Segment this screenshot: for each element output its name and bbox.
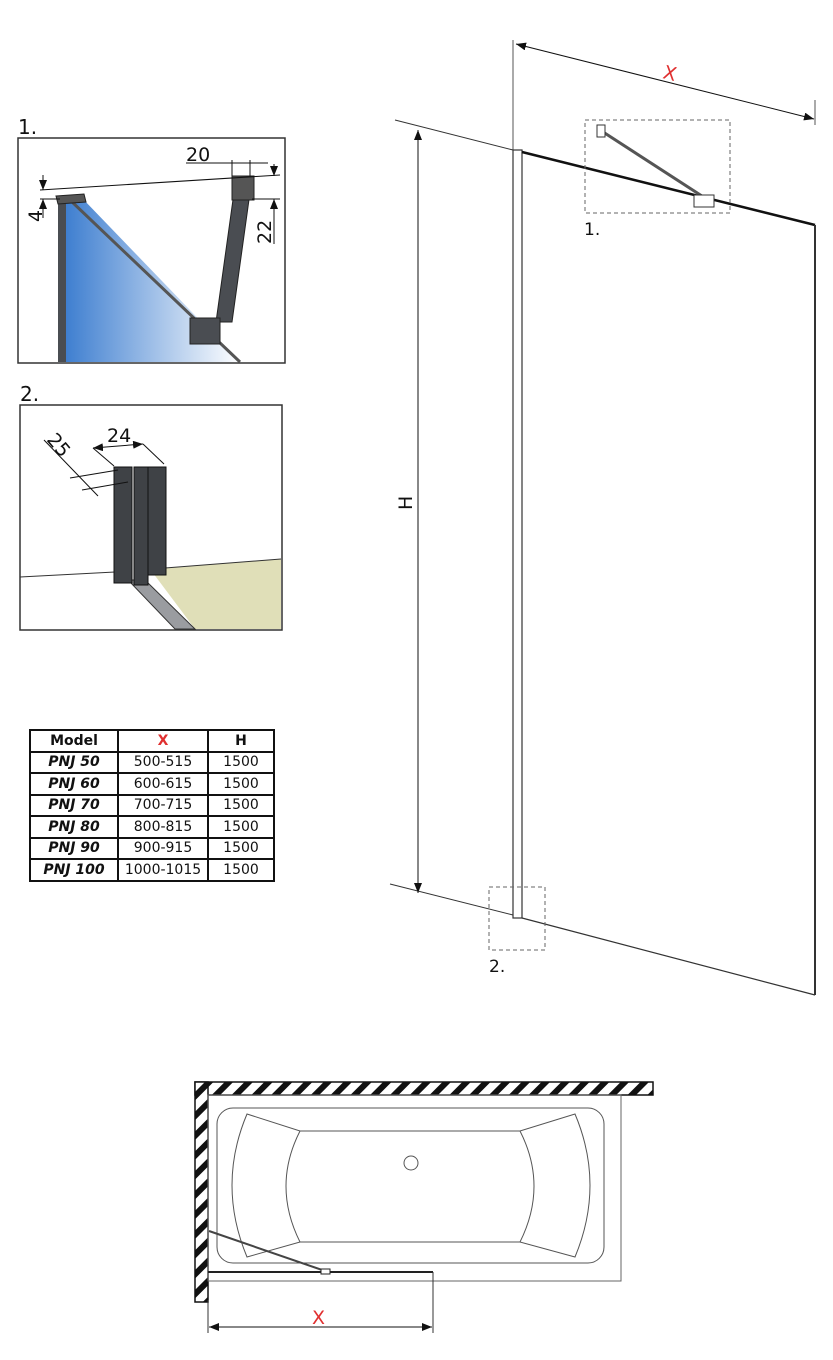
wall-left-hatch [194, 1081, 209, 1303]
cell-h: 1500 [207, 793, 275, 817]
detail-1-label: 1. [18, 115, 37, 139]
detail-2: 2. 25 24 [19, 382, 283, 631]
u-profile-left [113, 466, 133, 584]
u-profile-right [147, 466, 167, 576]
profile-cap [55, 193, 87, 205]
dim-line [43, 439, 99, 497]
bathtub-basin [231, 1113, 591, 1258]
cell-model: PNJ 90 [29, 836, 119, 860]
callout-1-label: 1. [584, 220, 600, 240]
stabilizer-bar [208, 1230, 326, 1272]
dim-24: 24 [107, 425, 131, 447]
glass-top-edge [521, 150, 816, 227]
cell-h: 1500 [207, 815, 275, 839]
header-h: H [207, 729, 275, 753]
floor-surface [150, 559, 281, 629]
cell-x: 700-715 [117, 793, 209, 817]
cell-x: 900-915 [117, 836, 209, 860]
cell-h: 1500 [207, 772, 275, 796]
cell-h: 1500 [207, 750, 275, 774]
drain [403, 1155, 419, 1171]
cell-model: PNJ 60 [29, 772, 119, 796]
dim-4: 4 [25, 210, 47, 222]
callout-2-label: 2. [489, 957, 505, 977]
dim-22: 22 [254, 220, 276, 244]
wall-bracket [231, 175, 255, 201]
dim-line [39, 174, 281, 191]
floor-edge [19, 571, 116, 578]
glass-clamp [320, 1268, 331, 1275]
plan-x-label: X [312, 1307, 325, 1329]
bathtub-rim [216, 1107, 605, 1264]
cell-h: 1500 [207, 836, 275, 860]
wall-bracket [596, 124, 606, 138]
extension-line [394, 119, 514, 151]
x-dimension-label: X [661, 62, 679, 86]
dim-20: 20 [186, 144, 210, 166]
cell-x: 1000-1015 [117, 858, 209, 882]
bathtub-outline [207, 1094, 622, 1282]
callout-box-2 [488, 886, 546, 951]
dim-line [142, 443, 165, 465]
x-dimension-arrow [515, 42, 815, 121]
dim-line [81, 481, 129, 491]
glass-clamp [693, 194, 715, 208]
detail-1: 1. 4 20 22 [17, 115, 286, 364]
dim-arrow [92, 440, 144, 452]
detail-2-label: 2. [20, 382, 39, 406]
cell-x: 600-615 [117, 772, 209, 796]
floor-line [521, 917, 816, 996]
extension-line [389, 883, 514, 916]
basin-curve [285, 1130, 535, 1243]
u-profile-mid [133, 466, 149, 586]
wall-profile [58, 198, 66, 362]
cell-x: 500-515 [117, 750, 209, 774]
cell-model: PNJ 100 [29, 858, 119, 882]
wall-top-hatch [194, 1081, 654, 1096]
table-header-row: Model X H [29, 729, 275, 753]
stabilizer-bar [599, 128, 706, 200]
main-elevation: X H 1. 2. [389, 40, 816, 996]
dim-line [92, 447, 115, 467]
cell-model: PNJ 70 [29, 793, 119, 817]
cell-model: PNJ 80 [29, 815, 119, 839]
cell-x: 800-815 [117, 815, 209, 839]
plan-view: X [194, 1081, 654, 1333]
callout-box-1 [584, 119, 731, 214]
h-dimension-label: H [395, 496, 417, 510]
floor-edge [164, 558, 282, 569]
header-x: X [117, 729, 209, 753]
cell-model: PNJ 50 [29, 750, 119, 774]
cell-h: 1500 [207, 858, 275, 882]
dim-line [69, 469, 119, 479]
glass-clamp [189, 317, 221, 345]
wall-profile [512, 149, 523, 919]
header-model: Model [29, 729, 119, 753]
